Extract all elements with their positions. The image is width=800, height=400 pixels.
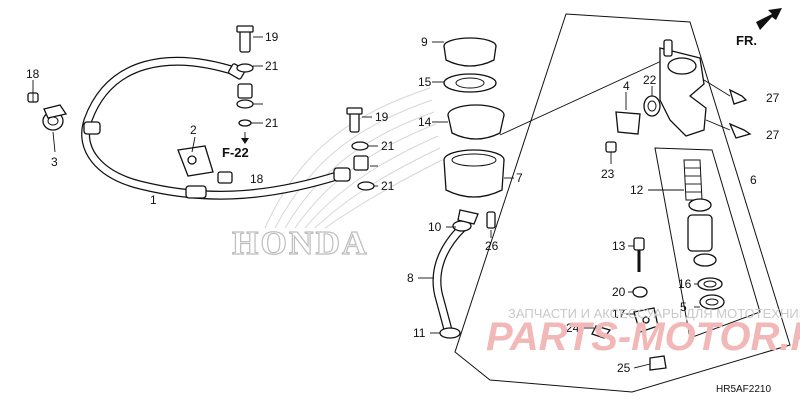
callout-24: 24 bbox=[566, 321, 580, 335]
callout-27-upper: 27 bbox=[766, 91, 780, 105]
callout-10: 10 bbox=[428, 220, 442, 234]
honda-brand-watermark: HONDA bbox=[232, 225, 369, 262]
callout-23: 23 bbox=[601, 167, 615, 181]
reference-f22: F-22 bbox=[222, 145, 249, 160]
callout-7: 7 bbox=[516, 171, 523, 185]
callout-12: 12 bbox=[630, 183, 644, 197]
upper-banjo-fittings bbox=[236, 25, 263, 144]
watermark-logo: PARTS-MOTOR.RU bbox=[486, 315, 800, 359]
reservoir-assembly bbox=[432, 37, 514, 198]
hose-clamp-left bbox=[27, 80, 68, 153]
front-direction-indicator: FR. bbox=[736, 8, 782, 48]
diagram-code: HR5AF2210 bbox=[716, 384, 771, 395]
callout-19-upper: 19 bbox=[265, 30, 279, 44]
callout-1: 1 bbox=[150, 193, 157, 207]
callout-16: 16 bbox=[678, 277, 692, 291]
master-cylinder-body bbox=[605, 39, 752, 164]
brake-hose bbox=[81, 56, 351, 200]
reservoir-hose bbox=[418, 209, 496, 339]
piston-assembly bbox=[648, 159, 725, 310]
honda-wing-watermark bbox=[264, 87, 443, 229]
callout-9: 9 bbox=[421, 35, 428, 49]
hose-bracket bbox=[177, 136, 233, 184]
callout-19-middle: 19 bbox=[375, 110, 389, 124]
callout-2: 2 bbox=[190, 123, 197, 137]
callout-6: 6 bbox=[750, 173, 757, 187]
middle-banjo-fittings bbox=[346, 107, 378, 191]
callout-8: 8 bbox=[407, 271, 414, 285]
watermark-text: ЗАПЧАСТИ И АКСЕССУАРЫ ДЛЯ МОТОТЕХНИКИ bbox=[508, 306, 800, 321]
callout-18-left: 18 bbox=[26, 67, 40, 81]
callout-15: 15 bbox=[418, 75, 432, 89]
callout-27-lower: 27 bbox=[766, 128, 780, 142]
callout-14: 14 bbox=[418, 115, 432, 129]
callout-20: 20 bbox=[612, 285, 626, 299]
callout-13: 13 bbox=[612, 239, 626, 253]
callout-21-b: 21 bbox=[265, 116, 279, 130]
callout-5: 5 bbox=[680, 300, 687, 314]
exploded-frame-inner bbox=[654, 147, 761, 339]
callout-22: 22 bbox=[643, 73, 657, 87]
callout-21-d: 21 bbox=[381, 179, 395, 193]
callout-labels: 1 2 3 4 5 6 7 8 9 10 11 12 13 14 15 16 1… bbox=[26, 30, 780, 375]
callout-17: 17 bbox=[612, 307, 626, 321]
frame-link-line bbox=[499, 57, 669, 136]
callout-25: 25 bbox=[617, 361, 631, 375]
callout-26: 26 bbox=[485, 239, 499, 253]
callout-18-bracket: 18 bbox=[250, 172, 264, 186]
callout-3: 3 bbox=[51, 155, 58, 169]
callout-11: 11 bbox=[413, 326, 426, 340]
front-arrow-icon bbox=[756, 8, 782, 30]
push-rod-assembly bbox=[582, 237, 667, 371]
callout-21-a: 21 bbox=[265, 59, 279, 73]
front-direction-label: FR. bbox=[736, 33, 757, 48]
exploded-frame-outer bbox=[454, 13, 791, 393]
callout-21-c: 21 bbox=[381, 139, 395, 153]
callout-4: 4 bbox=[623, 79, 630, 93]
